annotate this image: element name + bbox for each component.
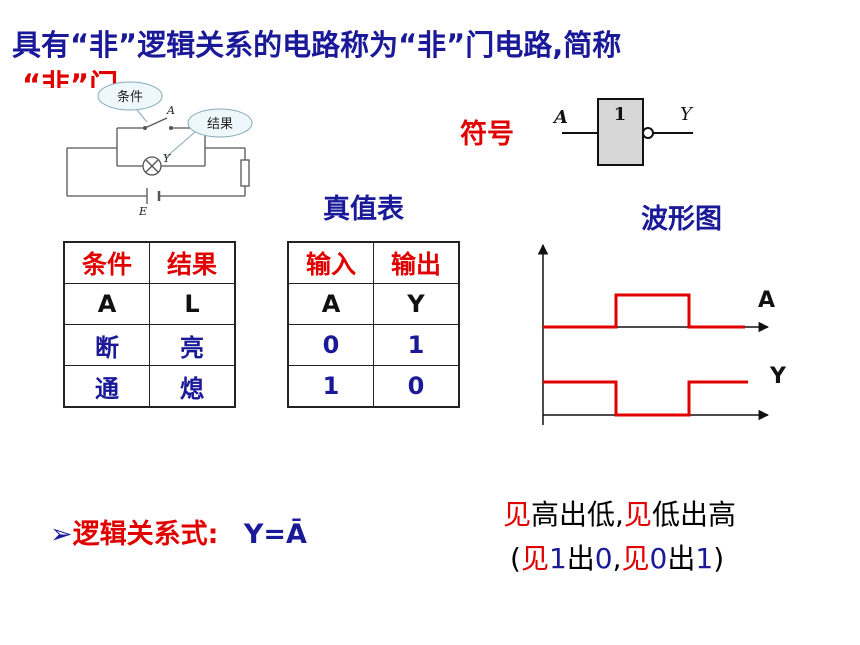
table2-header-cell: 输出 [373, 241, 460, 284]
condition-bubble [97, 81, 163, 111]
table1-cell: 亮 [149, 324, 236, 366]
logic-expression-row: ➢逻辑关系式: Y=Ā [50, 512, 307, 551]
table2-cell: 1 [373, 324, 460, 366]
table1-header-cell: 条件 [63, 241, 150, 284]
logic-expression: Y=Ā [243, 519, 307, 550]
lamp-icon [145, 159, 159, 173]
result-bubble [187, 108, 253, 138]
switch-contact [143, 126, 147, 130]
table1-cell: 通 [63, 365, 150, 408]
switch-contact [169, 126, 173, 130]
table2-cell: 1 [287, 365, 374, 408]
page-heading: 具有“非”逻辑关系的电路称为“非”门电路,简称 [12, 28, 622, 62]
not-gate-symbol: 1 A Y [552, 98, 694, 166]
table2-cell: 0 [287, 324, 374, 366]
switch-lever [144, 117, 168, 129]
bullet-arrow-icon: ➢ [50, 519, 73, 550]
rule-segment: 1 [695, 542, 714, 575]
resistor-icon [240, 159, 250, 187]
truth-table-title: 真值表 [323, 194, 404, 225]
rule-segment: 高出低, [531, 498, 624, 531]
lamp-icon [142, 156, 162, 176]
gate-body [597, 98, 644, 166]
rule-line2: (见1出0,见0出1) [510, 537, 724, 577]
rule-segment: 出 [667, 542, 696, 575]
rule-segment: 见 [621, 542, 650, 575]
rule-segment: 见 [503, 498, 532, 531]
rule-segment: 出 [566, 542, 595, 575]
inversion-bubble-icon [642, 127, 654, 139]
truth-table: 输入 输出 A Y 0 1 1 0 [287, 241, 460, 408]
rule-segment: ) [713, 542, 725, 575]
symbol-label: 符号 [460, 119, 514, 150]
rule-segment: 低出高 [651, 498, 736, 531]
waveform-title: 波形图 [641, 204, 722, 235]
rule-segment: 1 [548, 542, 567, 575]
circuit-label-y: Y [163, 152, 172, 165]
waveform-diagram: A Y [537, 243, 787, 425]
waveform-label-y: Y [769, 364, 787, 389]
gate-output-label: Y [680, 104, 694, 125]
circuit-label-a: A [166, 104, 175, 117]
rule-segment: , [612, 542, 622, 575]
table2-header-cell: 输入 [287, 241, 374, 284]
waveform-y-signal [543, 380, 748, 417]
table1-axis-cell: A [63, 283, 150, 325]
gate-text: 1 [614, 104, 627, 125]
page-heading-continuation: “非”门 [22, 58, 118, 88]
bubble-pointer [164, 131, 196, 159]
rule-segment: ( [510, 542, 521, 575]
table2-axis-cell: A [287, 283, 374, 325]
rule-segment: 见 [623, 498, 652, 531]
bubble-result-text: 结果 [207, 117, 233, 132]
table1-header-cell: 结果 [149, 241, 236, 284]
heading-line2: “非”门 [22, 68, 119, 88]
rule-segment: 0 [594, 542, 613, 575]
bubble-condition-text: 条件 [117, 89, 143, 105]
rule-segment: 0 [649, 542, 668, 575]
table1-cell: 断 [63, 324, 150, 366]
waveform-label-a: A [758, 288, 775, 313]
circuit-label-e: E [138, 205, 147, 218]
gate-input-label: A [552, 107, 568, 128]
table2-axis-cell: Y [373, 283, 460, 325]
logic-label: 逻辑关系式: [72, 519, 219, 550]
waveform-a-signal [543, 293, 745, 329]
table2-cell: 0 [373, 365, 460, 408]
bubble-pointer [136, 109, 148, 123]
rule-segment: 见 [520, 542, 549, 575]
condition-result-table: 条件 结果 A L 断 亮 通 熄 [63, 241, 236, 408]
table1-axis-cell: L [149, 283, 236, 325]
rule-line1: 见高出低,见低出高 [503, 493, 736, 533]
switch-circuit-diagram: 条件 结果 A Y E [66, 81, 253, 218]
table1-cell: 熄 [149, 365, 236, 408]
